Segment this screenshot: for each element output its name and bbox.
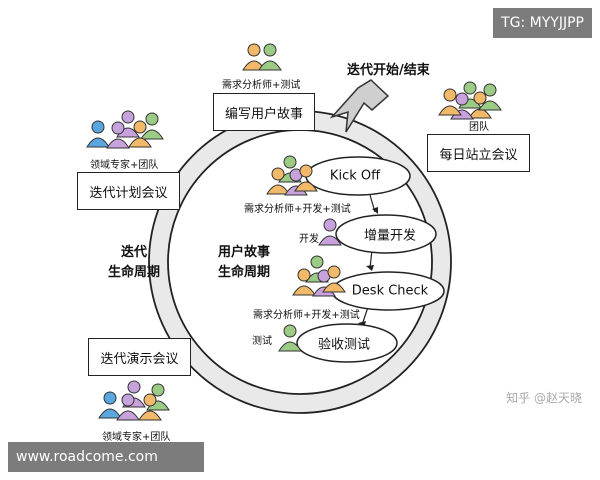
stage-dev-label: 增量开发 [363,228,417,244]
person-icon [278,324,302,352]
person-icon [478,83,502,111]
person-icon [242,43,266,71]
person-icon [322,265,346,293]
iteration-demo-box[interactable]: 迭代演示会议 [88,338,191,376]
daily-standup-label: 每日站立会议 [439,147,518,163]
stage-deskcheck-label: Desk Check [351,283,429,299]
iteration-planning-box[interactable]: 迭代计划会议 [77,172,180,210]
oval-acceptance-test[interactable] [296,323,398,363]
person-icon [98,391,122,419]
role-dev: 开发 [299,234,319,245]
role-deskcheck: 需求分析师+开发+测试 [253,310,360,321]
person-icon [294,164,318,192]
person-icon [438,88,462,116]
iteration-start-arrow [329,79,390,133]
person-icon [86,120,110,148]
corner-tag: TG: MYYJJPP [493,8,592,38]
person-icon [138,393,162,421]
iteration-lifecycle-label: 迭代 生命周期 [108,245,161,280]
person-icon [318,218,342,246]
daily-standup-box[interactable]: 每日站立会议 [427,134,530,172]
person-icon [106,121,130,149]
footer-url[interactable]: www.roadcome.com [8,442,204,472]
person-icon [116,393,140,421]
stage-accept-label: 验收测试 [317,337,371,353]
person-icon [258,43,282,71]
person-icon [128,120,152,148]
iteration-demo-label: 迭代演示会议 [100,351,179,367]
iteration-start-end-label: 迭代开始/结束 [347,63,430,78]
iteration-planning-label: 迭代计划会议 [89,185,168,201]
role-accept: 测试 [252,336,272,347]
role-iteration-planning: 领域专家+团队 [90,160,159,171]
person-icon [292,268,316,296]
role-write-stories: 需求分析师+测试 [222,80,301,91]
write-stories-box[interactable]: 编写用户故事 [213,93,315,131]
role-iteration-demo: 领域专家+团队 [102,432,171,443]
role-kickoff: 需求分析师+开发+测试 [244,204,351,215]
oval-incremental-dev[interactable] [335,214,437,254]
write-stories-label: 编写用户故事 [224,106,303,122]
stage-kickoff-label: Kick Off [329,168,381,184]
person-icon [266,167,290,195]
person-icon [140,112,164,140]
watermark: 知乎 @赵天晓 [506,391,582,405]
story-lifecycle-label: 用户故事 生命周期 [218,245,271,280]
role-daily-standup: 团队 [469,122,489,133]
